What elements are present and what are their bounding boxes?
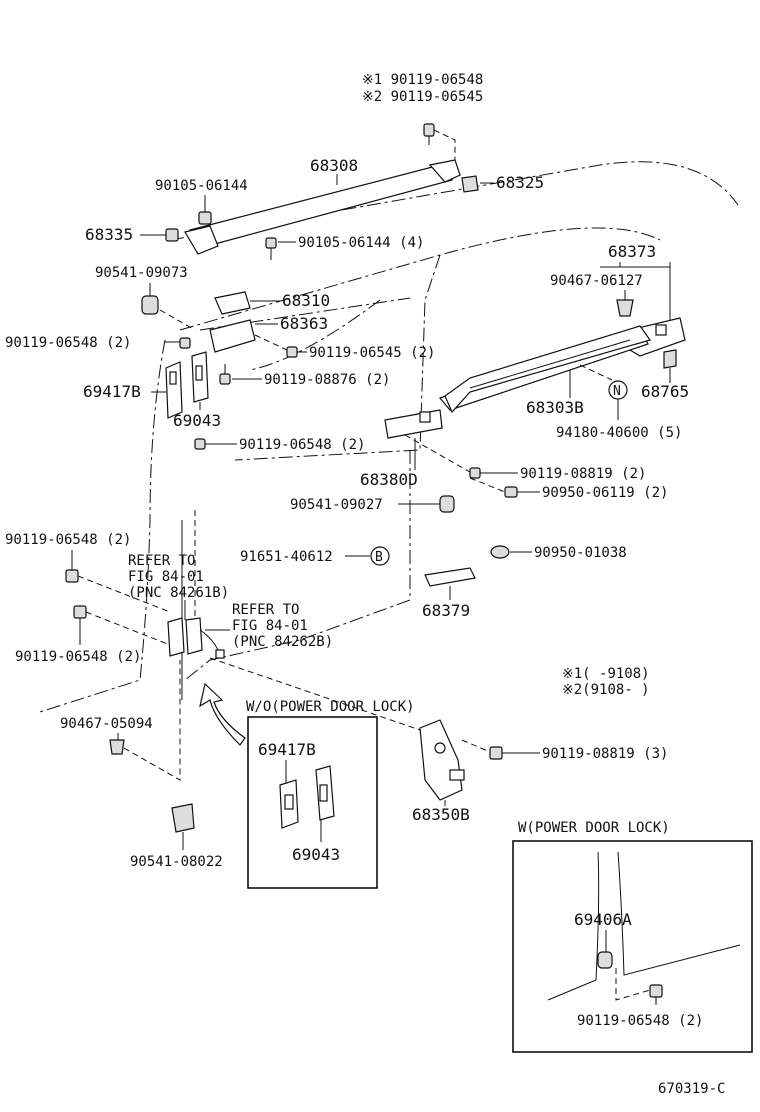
nut-94180-40600[interactable]: N: [608, 380, 628, 400]
label-90119-08819-2: 90119-08819 (2): [520, 466, 646, 482]
label-90119-06548-2a: 90119-06548 (2): [5, 335, 131, 351]
bolt-90119-06548-d[interactable]: [73, 605, 87, 619]
part-69043[interactable]: [191, 351, 209, 403]
label-90119-06548-2b: 90119-06548 (2): [239, 437, 365, 453]
plug-90950-01038[interactable]: [490, 545, 510, 559]
label-68765: 68765: [641, 382, 689, 401]
label-68379: 68379: [422, 601, 470, 620]
label-90119-08819-3: 90119-08819 (3): [542, 746, 668, 762]
inset-part-69417B[interactable]: [279, 779, 299, 829]
inset-without-title: W/O(POWER DOOR LOCK): [246, 699, 415, 715]
diagram-code: 670319-C: [658, 1081, 725, 1097]
inset-part-69043[interactable]: [315, 765, 335, 821]
plug-90950-06119[interactable]: [504, 486, 518, 498]
inset-label-69043: 69043: [292, 845, 340, 864]
label-91651-40612: 91651-40612: [240, 549, 333, 565]
inset-with-title: W(POWER DOOR LOCK): [518, 820, 670, 836]
label-68325: 68325: [496, 173, 544, 192]
bolt-90119-06548-b[interactable]: [194, 438, 206, 450]
bolt-90119-08876[interactable]: [219, 364, 231, 385]
refer2-line1: REFER TO: [232, 602, 299, 618]
refer2-line3: (PNC 84262B): [232, 634, 333, 650]
bolt-90119-top[interactable]: [423, 123, 435, 145]
label-68335: 68335: [85, 225, 133, 244]
label-90105-06144-4: 90105-06144 (4): [298, 235, 424, 251]
part-68310[interactable]: [214, 291, 251, 315]
part-69417B[interactable]: [165, 361, 183, 419]
variant-note-2: ※2 90119-06545: [362, 89, 483, 105]
label-69417B: 69417B: [83, 382, 141, 401]
part-68325-clip[interactable]: [461, 175, 479, 193]
bolt-91651-40612[interactable]: B: [370, 546, 390, 566]
refer1-line2: FIG 84-01: [128, 569, 204, 585]
inset-bolt-90119-06548[interactable]: [649, 984, 663, 998]
variant-note-1: ※1 90119-06548: [362, 72, 483, 88]
legend-1: ※1( -9108): [562, 666, 650, 682]
refer2-line2: FIG 84-01: [232, 618, 308, 634]
marker-b: B: [375, 550, 383, 565]
label-68308: 68308: [310, 156, 358, 175]
inset-label-69406A: 69406A: [574, 910, 632, 929]
label-90467-05094: 90467-05094: [60, 716, 153, 732]
part-68350B[interactable]: [419, 719, 465, 801]
inset-with-power-door-lock: W(POWER DOOR LOCK) 69406A 90119-06548 (2…: [512, 820, 753, 1053]
label-90950-01038: 90950-01038: [534, 545, 627, 561]
refer1-line3: (PNC 84261B): [128, 585, 229, 601]
screw-90105-06144[interactable]: [198, 211, 212, 225]
inset-label-69417B: 69417B: [258, 740, 316, 759]
label-94180-40600-5: 94180-40600 (5): [556, 425, 682, 441]
label-90119-06545-2: 90119-06545 (2): [309, 345, 435, 361]
bolt-90119-08819-3[interactable]: [489, 746, 503, 760]
bolt-90119-06548-a[interactable]: [179, 337, 191, 349]
label-90541-09027: 90541-09027: [290, 497, 383, 513]
inset-part-69406A[interactable]: [597, 951, 613, 969]
label-68310: 68310: [282, 291, 330, 310]
part-68303B-rail[interactable]: [438, 325, 651, 414]
door-lock-mechanism[interactable]: [167, 617, 225, 659]
label-68303B: 68303B: [526, 398, 584, 417]
part-68335[interactable]: [165, 228, 179, 242]
refer1-line1: REFER TO: [128, 553, 195, 569]
label-68363: 68363: [280, 314, 328, 333]
part-68765[interactable]: [663, 349, 677, 369]
label-68380D: 68380D: [360, 470, 418, 489]
label-90119-06548-2c: 90119-06548 (2): [5, 532, 131, 548]
label-68373: 68373: [608, 242, 656, 261]
part-90541-09073[interactable]: [141, 295, 159, 315]
label-90541-08022: 90541-08022: [130, 854, 223, 870]
part-68379[interactable]: [424, 567, 476, 587]
legend-2: ※2(9108- ): [562, 682, 650, 698]
bolt-90119-06545[interactable]: [286, 346, 298, 358]
part-68308-rail[interactable]: [184, 159, 461, 255]
part-68380D[interactable]: [384, 409, 443, 439]
screw-90105-06144-4[interactable]: [265, 237, 277, 260]
label-90105-06144: 90105-06144: [155, 178, 248, 194]
label-90119-06548-2d: 90119-06548 (2): [15, 649, 141, 665]
inset-pointer-arrow: [199, 682, 246, 746]
bolt-90119-06548-c[interactable]: [65, 569, 79, 583]
clip-90467-06127[interactable]: [616, 299, 634, 317]
part-68363[interactable]: [209, 319, 256, 353]
label-90541-09073: 90541-09073: [95, 265, 188, 281]
part-90541-08022[interactable]: [171, 803, 195, 833]
label-68350B: 68350B: [412, 805, 470, 824]
part-90541-09027[interactable]: [439, 495, 455, 513]
label-90119-08876-2: 90119-08876 (2): [264, 372, 390, 388]
label-90950-06119-2: 90950-06119 (2): [542, 485, 668, 501]
label-90467-06127: 90467-06127: [550, 273, 643, 289]
clip-90467-05094[interactable]: [109, 739, 125, 755]
bolt-90119-08819-2[interactable]: [469, 467, 481, 479]
marker-n: N: [613, 384, 621, 399]
label-69043: 69043: [173, 411, 221, 430]
inset-without-power-door-lock: W/O(POWER DOOR LOCK) 69417B 69043: [246, 699, 415, 889]
inset-label-90119-06548-2: 90119-06548 (2): [577, 1013, 703, 1029]
